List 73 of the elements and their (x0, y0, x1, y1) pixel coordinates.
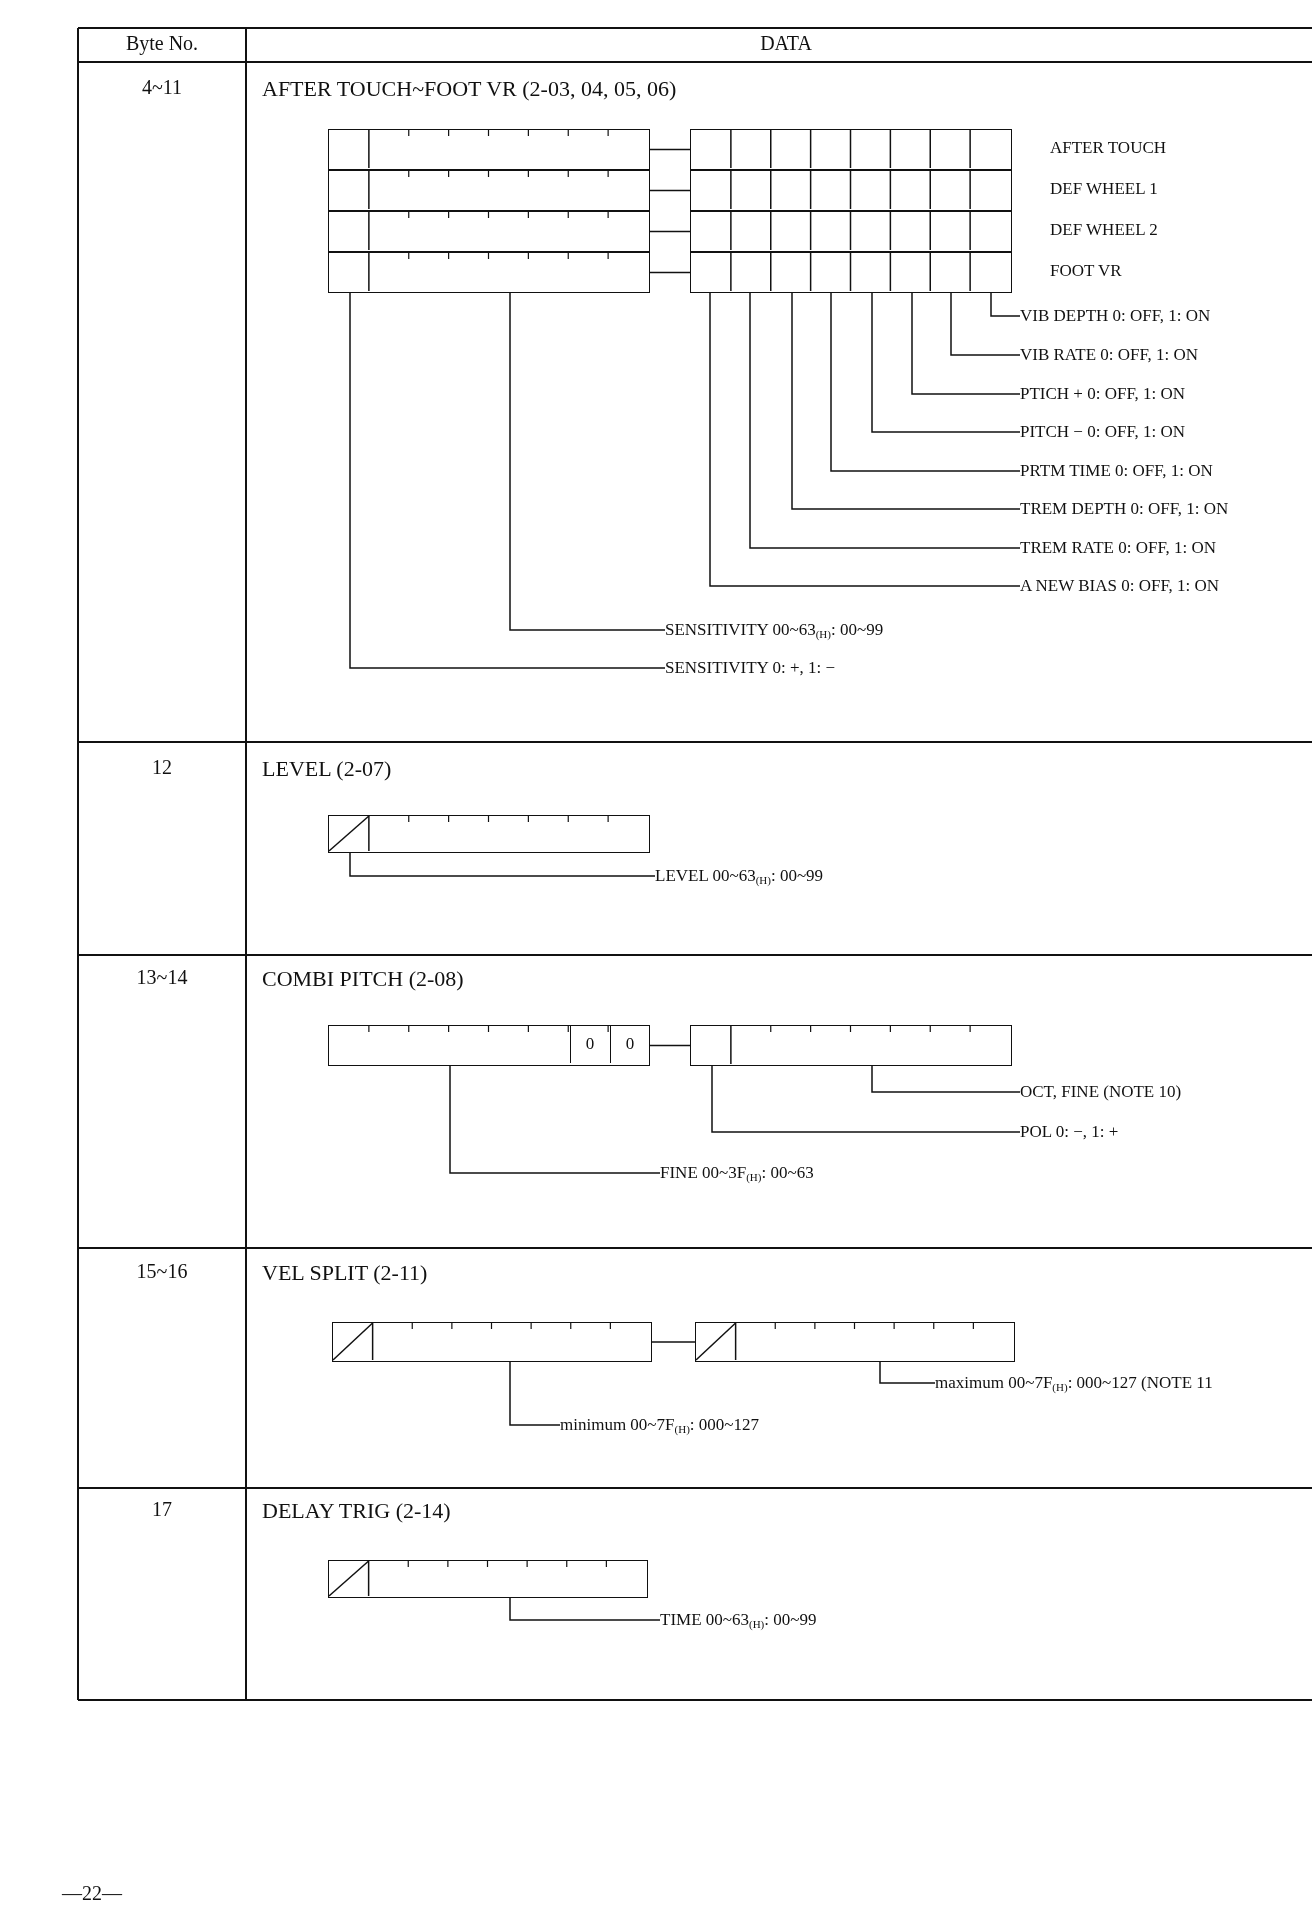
field-description: PTICH + 0: OFF, 1: ON (1020, 383, 1186, 405)
field-description: TIME 00~63$_{(H)}$: 00~99 (660, 1609, 817, 1631)
field-description: minimum 00~7F$_{(H)}$: 000~127 (560, 1414, 759, 1436)
leader-line (950, 292, 1021, 356)
leader-line (709, 292, 1021, 587)
field-description: VIB DEPTH 0: OFF, 1: ON (1020, 305, 1211, 327)
connector-line (651, 1341, 696, 1343)
column-header: Byte No. (125, 32, 199, 55)
register-box (328, 129, 650, 170)
leader-line (509, 1597, 661, 1621)
register-box (328, 211, 650, 252)
field-description: FINE 00~3F$_{(H)}$: 00~63 (660, 1162, 814, 1184)
row-label: FOOT VR (1050, 261, 1122, 281)
leader-line (791, 292, 1021, 510)
connector-line (649, 1044, 691, 1047)
leader-line (509, 292, 666, 631)
leader-line (349, 852, 656, 877)
row-label: DEF WHEEL 1 (1050, 179, 1158, 199)
row-label: AFTER TOUCH (1050, 138, 1167, 158)
leader-line (749, 292, 1021, 549)
leader-line (449, 1065, 661, 1174)
field-description: VIB RATE 0: OFF, 1: ON (1020, 344, 1199, 366)
byte-number: 12 (152, 756, 172, 779)
connector-line (649, 148, 691, 151)
leader-line (509, 1361, 561, 1426)
section-title: AFTER TOUCH~FOOT VR (2-03, 04, 05, 06) (262, 76, 677, 102)
byte-number: 17 (152, 1498, 172, 1521)
register-box (328, 1560, 648, 1598)
register-box (690, 211, 1012, 252)
page-number: —22— (62, 1882, 122, 1905)
bit-cell: 0 (569, 1024, 610, 1063)
register-box (328, 1025, 650, 1066)
byte-number: 13~14 (136, 966, 188, 989)
connector-line (649, 271, 691, 274)
section-title: COMBI PITCH (2-08) (262, 966, 464, 992)
register-box (328, 170, 650, 211)
field-description: PITCH − 0: OFF, 1: ON (1020, 421, 1186, 443)
leader-line (990, 292, 1021, 317)
bit-cell: 0 (609, 1024, 650, 1063)
leader-line (911, 292, 1021, 395)
leader-line (830, 292, 1021, 472)
column-header: DATA (760, 32, 812, 55)
register-box (332, 1322, 652, 1362)
leader-line (349, 292, 666, 669)
field-description: LEVEL 00~63$_{(H)}$: 00~99 (655, 865, 824, 887)
section-title: LEVEL (2-07) (262, 756, 392, 782)
register-box (690, 252, 1012, 293)
register-box (690, 170, 1012, 211)
field-description: maximum 00~7F$_{(H)}$: 000~127 (NOTE 11 (935, 1372, 1213, 1394)
section-title: DELAY TRIG (2-14) (262, 1498, 451, 1524)
leader-line (871, 1065, 1021, 1093)
field-description: OCT, FINE (NOTE 10) (1020, 1081, 1182, 1103)
leader-line (711, 1065, 1021, 1133)
field-description: A NEW BIAS 0: OFF, 1: ON (1020, 575, 1220, 597)
byte-number: 4~11 (141, 76, 183, 99)
field-description: SENSITIVITY 0: +, 1: − (665, 657, 836, 679)
row-label: DEF WHEEL 2 (1050, 220, 1158, 240)
section-title: VEL SPLIT (2-11) (262, 1260, 428, 1286)
connector-line (649, 189, 691, 192)
register-box (328, 252, 650, 293)
register-box (328, 815, 650, 853)
field-description: PRTM TIME 0: OFF, 1: ON (1020, 460, 1213, 482)
field-description: SENSITIVITY 00~63$_{(H)}$: 00~99 (665, 619, 884, 641)
leader-line (871, 292, 1021, 433)
register-box (695, 1322, 1015, 1362)
field-description: TREM RATE 0: OFF, 1: ON (1020, 537, 1217, 559)
field-description: POL 0: −, 1: + (1020, 1121, 1119, 1143)
field-description: TREM DEPTH 0: OFF, 1: ON (1020, 498, 1229, 520)
connector-line (649, 230, 691, 233)
byte-number: 15~16 (136, 1260, 188, 1283)
leader-line (879, 1361, 936, 1384)
register-box (690, 1025, 1012, 1066)
register-box (690, 129, 1012, 170)
